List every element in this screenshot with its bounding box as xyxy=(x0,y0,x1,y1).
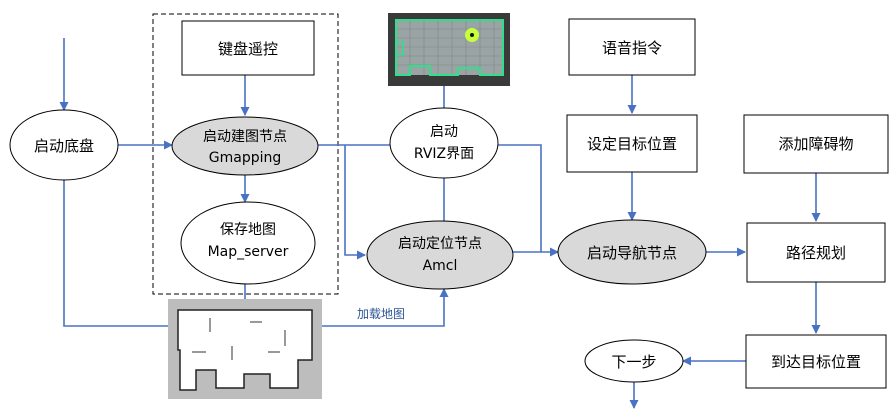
line-rviz-right-to-nav xyxy=(497,144,542,252)
node-next-step: 下一步 xyxy=(584,339,684,383)
localization-label-line1: 启动定位节点 xyxy=(398,236,482,252)
mapping-label-line2: Gmapping xyxy=(209,150,282,166)
voice-command-label: 语音指令 xyxy=(602,39,662,57)
line-start-down-to-map xyxy=(63,180,168,327)
mapping-label-line1: 启动建图节点 xyxy=(203,129,287,145)
save-map-label-line1: 保存地图 xyxy=(220,222,276,238)
set-goal-label: 设定目标位置 xyxy=(587,135,677,153)
path-planning-label: 路径规划 xyxy=(786,244,846,262)
node-set-goal: 设定目标位置 xyxy=(566,114,698,173)
node-navigation: 启动导航节点 xyxy=(557,219,707,285)
load-map-edge-label: 加载地图 xyxy=(357,307,405,321)
saved-map-image xyxy=(168,299,322,399)
mapping-group-dashed-box xyxy=(152,13,339,295)
keyboard-control-label: 键盘遥控 xyxy=(218,40,278,58)
node-add-obstacle: 添加障碍物 xyxy=(743,114,889,174)
node-reach-goal: 到达目标位置 xyxy=(745,334,887,389)
rviz-label-line2: RVIZ界面 xyxy=(414,146,474,162)
navigation-label: 启动导航节点 xyxy=(587,244,677,262)
node-voice-command: 语音指令 xyxy=(568,18,696,76)
node-path-planning: 路径规划 xyxy=(746,222,886,283)
rviz-label-line1: 启动 xyxy=(430,124,458,140)
start-chassis-label: 启动底盘 xyxy=(34,137,94,155)
node-save-map: 保存地图 Map_server xyxy=(180,201,316,285)
save-map-label-line2: Map_server xyxy=(208,244,289,260)
add-obstacle-label: 添加障碍物 xyxy=(778,135,853,153)
next-step-label: 下一步 xyxy=(611,353,656,371)
arrow-mapping-to-amcl xyxy=(344,145,366,260)
node-rviz: 启动 RVIZ界面 xyxy=(389,107,499,179)
node-start-chassis: 启动底盘 xyxy=(9,109,119,181)
localization-label-line2: Amcl xyxy=(423,258,458,274)
node-keyboard-control: 键盘遥控 xyxy=(181,20,315,76)
connectors xyxy=(59,38,821,409)
rviz-screenshot xyxy=(388,13,510,86)
arrow-map-to-amcl xyxy=(322,288,449,327)
node-mapping: 启动建图节点 Gmapping xyxy=(171,116,319,176)
reach-goal-label: 到达目标位置 xyxy=(771,353,861,371)
node-localization: 启动定位节点 Amcl xyxy=(366,220,514,290)
